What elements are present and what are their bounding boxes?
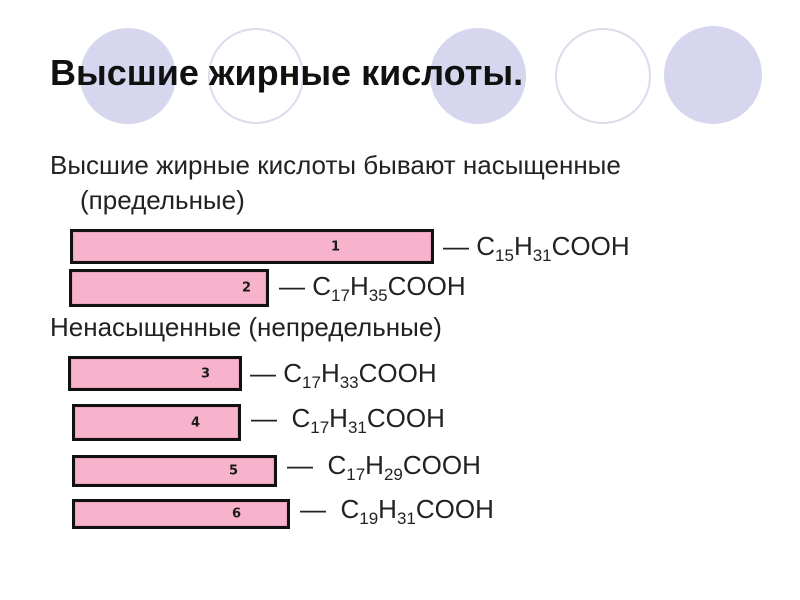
- bar-number-label: 3: [201, 366, 211, 381]
- formula-h: H: [320, 358, 340, 388]
- formula-carboxyl: COOH: [551, 231, 630, 261]
- fatty-acid-chain-bar-4: 4: [72, 404, 241, 441]
- dash: —: [287, 450, 313, 480]
- formula-h: H: [329, 403, 348, 433]
- dash: —: [250, 358, 276, 388]
- bar-number-label: 6: [232, 506, 242, 522]
- fatty-acid-chain-bar-1: 1: [70, 229, 434, 264]
- formula-arachidonic-acid: — C19H31COOH: [300, 494, 494, 528]
- formula-c: C: [291, 403, 311, 433]
- formula-linoleic-acid: — C17H31COOH: [251, 403, 445, 437]
- dash: —: [279, 271, 305, 301]
- formula-c-subscript: 17: [310, 418, 330, 437]
- formula-c: C: [476, 231, 496, 261]
- intro-text-line-2: (предельные): [80, 185, 245, 215]
- formula-c-subscript: 17: [346, 465, 366, 484]
- fatty-acid-chain-bar-6: 6: [72, 499, 290, 529]
- formula-carboxyl: COOH: [402, 450, 481, 480]
- formula-c-subscript: 15: [495, 246, 514, 265]
- formula-h: H: [378, 494, 397, 524]
- decorative-circle-outline: [555, 28, 651, 124]
- formula-h: H: [365, 450, 384, 480]
- formula-c-subscript: 17: [331, 286, 350, 305]
- formula-linolenic-acid: — C17H29COOH: [287, 450, 481, 484]
- fatty-acid-chain-bar-2: 2: [69, 269, 269, 307]
- intro-text-line-1: Высшие жирные кислоты бывают насыщенные: [50, 150, 621, 180]
- decorative-circle-outline: [208, 28, 304, 124]
- formula-oleic-acid: — C17H33COOH: [250, 358, 437, 392]
- formula-h-subscript: 31: [347, 418, 367, 437]
- formula-c-subscript: 19: [359, 509, 379, 528]
- fatty-acid-chain-bar-3: 3: [68, 356, 242, 391]
- decorative-circle-filled: [80, 28, 176, 124]
- formula-h: H: [513, 231, 533, 261]
- formula-h-subscript: 29: [383, 465, 403, 484]
- formula-c: C: [312, 271, 332, 301]
- decorative-circle-filled: [430, 28, 526, 124]
- formula-c-subscript: 17: [302, 373, 321, 392]
- formula-h: H: [349, 271, 369, 301]
- formula-c: C: [340, 494, 360, 524]
- slide-title: Высшие жирные кислоты.: [50, 52, 524, 93]
- formula-carboxyl: COOH: [387, 271, 466, 301]
- formula-carboxyl: COOH: [358, 358, 437, 388]
- dash: —: [443, 231, 469, 261]
- decorative-circle-filled: [664, 26, 762, 124]
- formula-carboxyl: COOH: [415, 494, 494, 524]
- dash: —: [251, 403, 277, 433]
- fatty-acid-chain-bar-5: 5: [72, 455, 277, 487]
- bar-number-label: 1: [331, 239, 341, 254]
- bar-number-label: 5: [229, 463, 239, 479]
- formula-h-subscript: 31: [532, 246, 552, 265]
- dash: —: [300, 494, 326, 524]
- unsaturated-heading: Ненасыщенные (непредельные): [50, 312, 442, 342]
- formula-h-subscript: 35: [368, 286, 388, 305]
- formula-carboxyl: COOH: [366, 403, 445, 433]
- bar-number-label: 2: [242, 280, 252, 296]
- formula-palmitic-acid: — C15H31COOH: [443, 231, 630, 265]
- formula-c: C: [283, 358, 303, 388]
- bar-number-label: 4: [191, 415, 201, 430]
- formula-h-subscript: 31: [396, 509, 416, 528]
- formula-h-subscript: 33: [339, 373, 359, 392]
- formula-stearic-acid: — C17H35COOH: [279, 271, 466, 305]
- formula-c: C: [327, 450, 347, 480]
